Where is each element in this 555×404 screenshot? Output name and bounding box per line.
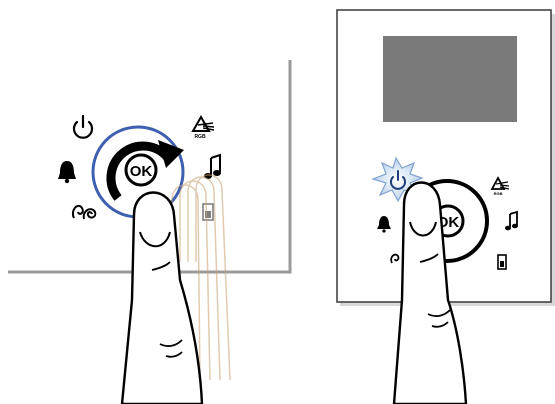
bell-icon[interactable] — [58, 161, 76, 183]
prism-rgb-label: RGB — [194, 134, 206, 140]
prism-rgb-icon[interactable]: RGB — [193, 117, 214, 140]
right-panel: OK RGB — [337, 10, 555, 404]
ok-button-label: OK — [130, 163, 153, 180]
power-icon[interactable] — [74, 116, 92, 138]
finger-swipe — [122, 193, 202, 404]
left-panel: OK RGB — [8, 60, 290, 404]
door-icon[interactable] — [203, 204, 213, 220]
spiral-icon[interactable] — [73, 206, 95, 219]
video-screen — [383, 36, 517, 122]
prism-rgb-label-right: RGB — [494, 191, 503, 196]
